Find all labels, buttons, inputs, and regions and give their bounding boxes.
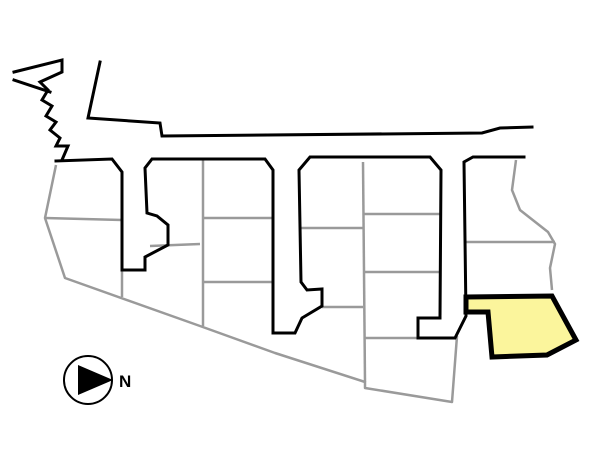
site-outer-boundary: [43, 164, 459, 404]
road-edge-west-short: [12, 78, 52, 94]
north-label: N: [119, 372, 131, 391]
north-arrow-icon: [78, 365, 113, 395]
road-boundaries: [12, 58, 534, 340]
road-edge-west: [12, 58, 71, 162]
road-edge-front: [54, 155, 526, 340]
highlighted-lot[interactable]: [463, 293, 580, 360]
lot-divider: [44, 216, 123, 222]
compass: N: [63, 355, 131, 405]
road-edge-top: [86, 60, 534, 138]
lot-divider: [149, 242, 201, 248]
lot-divider: [510, 159, 557, 291]
lot-boundaries: [43, 159, 557, 404]
